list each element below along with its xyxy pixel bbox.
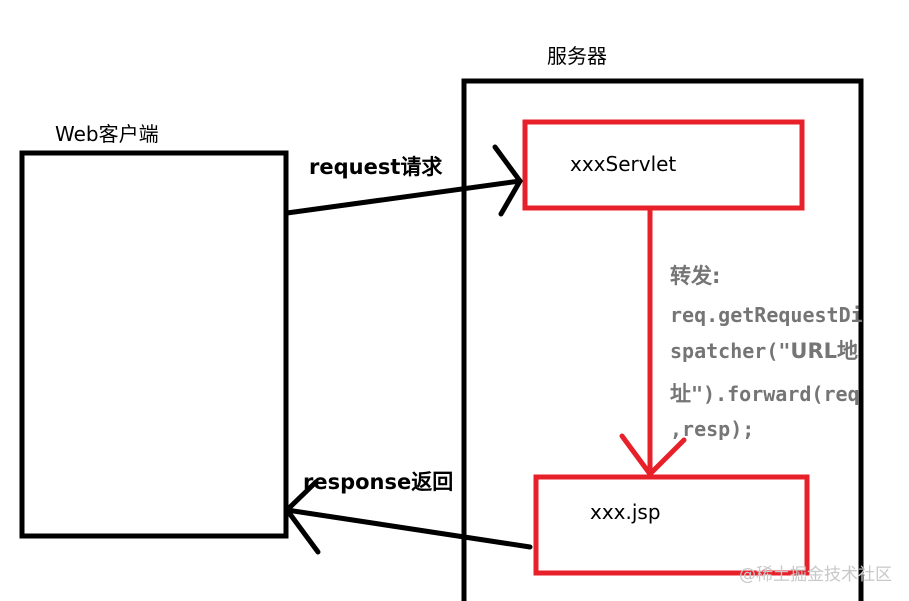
response-arrow	[283, 479, 533, 555]
servlet-label: xxxServlet	[570, 152, 676, 176]
web-client-title: Web客户端	[55, 122, 159, 146]
response-label: response返回	[303, 470, 453, 494]
request-arrow	[284, 144, 523, 217]
server-box	[461, 78, 864, 601]
server-title: 服务器	[547, 44, 607, 68]
watermark-text: @稀土掘金技术社区	[739, 565, 892, 585]
forward-code-line-1: req.getRequestDi	[670, 303, 863, 327]
servlet-box	[522, 119, 805, 211]
jsp-label: xxx.jsp	[590, 500, 661, 524]
forward-code-line-2: spatcher("URL地	[670, 339, 858, 363]
jsp-box	[533, 474, 810, 576]
forward-heading: 转发:	[670, 264, 720, 288]
web-client-box	[19, 150, 289, 539]
forward-note: 转发: req.getRequestDi spatcher("URL地 址").…	[670, 264, 863, 441]
forward-code-line-4: ,resp);	[670, 417, 754, 441]
forward-arrow	[619, 207, 687, 478]
request-label: request请求	[309, 155, 442, 179]
forward-code-line-3: 址").forward(req	[670, 382, 860, 406]
